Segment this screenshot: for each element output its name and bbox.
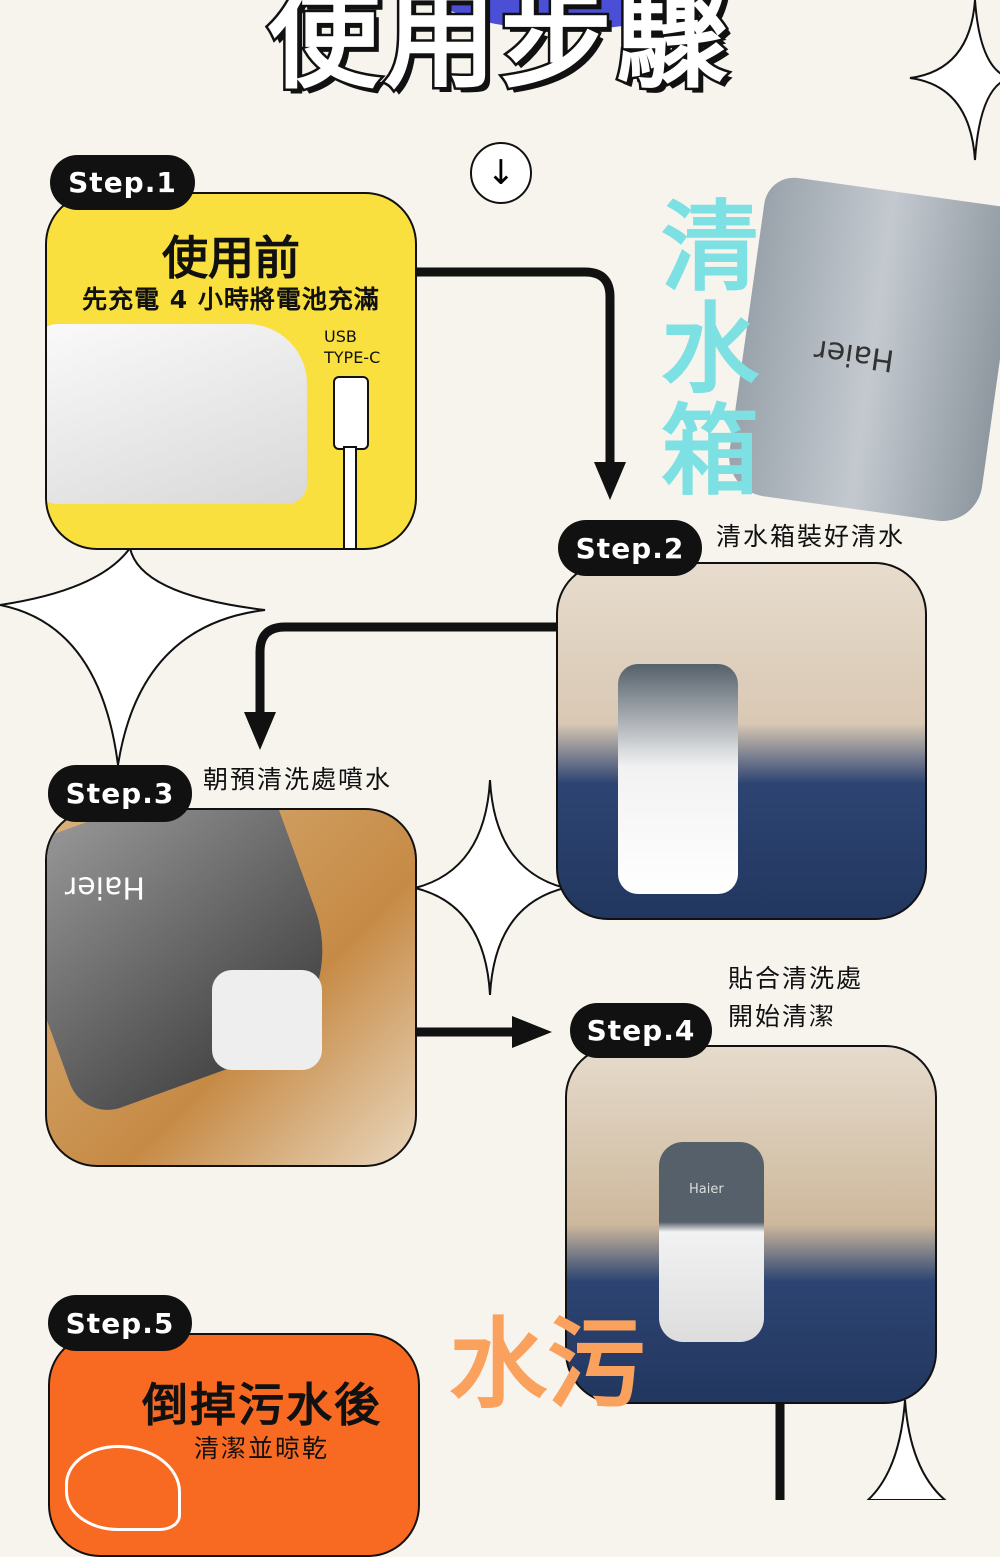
step-3-caption: 朝預清洗處噴水 xyxy=(203,765,393,794)
step-5-badge: Step.5 xyxy=(48,1295,192,1351)
step-3-photo: Haier xyxy=(45,808,417,1167)
step-4-caption: 貼合清洗處 開始清潔 xyxy=(728,964,864,1031)
step-2-badge: Step.2 xyxy=(558,520,702,576)
arrowhead-2-3 xyxy=(244,712,276,750)
vacuum-image xyxy=(47,324,307,504)
step-1-subtitle: 先充電 4 小時將電池充滿 xyxy=(82,285,380,314)
dirty-water-label: 污水 xyxy=(432,1312,644,1414)
arrow-down-circle-icon: ↓ xyxy=(486,153,516,193)
connector-lines xyxy=(0,0,1000,1500)
connector-2-3 xyxy=(255,622,556,720)
clean-water-tank-label: 清水箱 xyxy=(644,195,758,501)
scroll-down-button[interactable]: ↓ xyxy=(470,142,532,204)
usb-cable-icon xyxy=(333,376,369,450)
sparkle-icon xyxy=(0,545,266,766)
sparkle-icon xyxy=(866,1399,947,1500)
step-1-title: 使用前 xyxy=(162,231,300,285)
step-5-subtitle: 清潔並晾乾 xyxy=(194,1434,330,1463)
step-1-badge: Step.1 xyxy=(50,155,195,210)
water-tank-image: Haier xyxy=(723,173,1000,527)
arrowhead-3-4 xyxy=(512,1016,552,1048)
step-1-card: 使用前 先充電 4 小時將電池充滿 USB TYPE-C xyxy=(45,192,417,550)
step-4-photo: Haier xyxy=(565,1045,937,1404)
connector-1-2 xyxy=(415,267,615,470)
step-2-photo xyxy=(556,562,927,920)
step-2-caption: 清水箱裝好清水 xyxy=(716,522,906,551)
arrowhead-1-2 xyxy=(594,462,626,500)
swirl-decoration xyxy=(65,1445,181,1531)
step-3-badge: Step.3 xyxy=(48,765,192,822)
step-4-badge: Step.4 xyxy=(570,1003,712,1058)
usb-label: USB TYPE-C xyxy=(324,327,381,367)
sparkle-icon xyxy=(909,0,1000,161)
step-5-title: 倒掉污水後 xyxy=(142,1378,382,1432)
sparkle-icon xyxy=(414,779,566,996)
step-5-card: 倒掉污水後 清潔並晾乾 xyxy=(48,1333,420,1557)
page-title: 使用步驟 xyxy=(266,0,732,104)
